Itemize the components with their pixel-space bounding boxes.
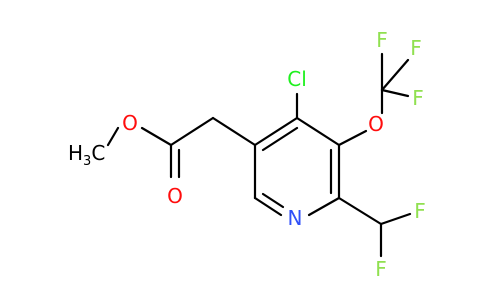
methyl-group-label: H3C bbox=[68, 141, 105, 169]
fluorine-label-top-left: F bbox=[376, 28, 388, 52]
fluorine-label-top-right: F bbox=[410, 36, 422, 60]
bond-c2-chf2 bbox=[337, 196, 383, 226]
ring-bond-c4-c3 bbox=[295, 116, 341, 147]
fluorine-label-upper: F bbox=[414, 199, 426, 223]
bond-c5-ch2 bbox=[211, 116, 257, 147]
bond-o-methyl bbox=[106, 126, 120, 147]
ester-oxygen-label: O bbox=[122, 111, 138, 135]
chlorine-label: Cl bbox=[287, 67, 307, 91]
bond-cf3-f-top-right bbox=[380, 58, 410, 92]
ring-bond-n-c6-inner bbox=[261, 192, 285, 209]
ring-bond-c2-n bbox=[307, 196, 341, 217]
bond-co-o-ester bbox=[140, 126, 173, 147]
bond-cf3-f-right bbox=[380, 88, 410, 98]
methyl-subscript-label: 3 bbox=[83, 154, 91, 169]
nitrogen-label: N bbox=[288, 206, 303, 230]
ring-bond-c5-c4-inner bbox=[261, 126, 299, 152]
bond-ch2-co bbox=[169, 116, 215, 147]
ring-bond-n-c6 bbox=[253, 196, 283, 217]
fluorine-label-right: F bbox=[412, 86, 424, 110]
ether-oxygen-label: O bbox=[368, 112, 384, 136]
bond-chf2-f-upper bbox=[379, 212, 412, 226]
ring-bond-c5-c4 bbox=[253, 116, 299, 147]
fluorine-label-lower: F bbox=[375, 257, 387, 281]
methyl-h-label: H bbox=[68, 141, 83, 165]
methyl-c-label: C bbox=[91, 141, 105, 165]
bond-c3-o bbox=[337, 129, 368, 147]
carbonyl-oxygen-label: O bbox=[167, 184, 183, 208]
